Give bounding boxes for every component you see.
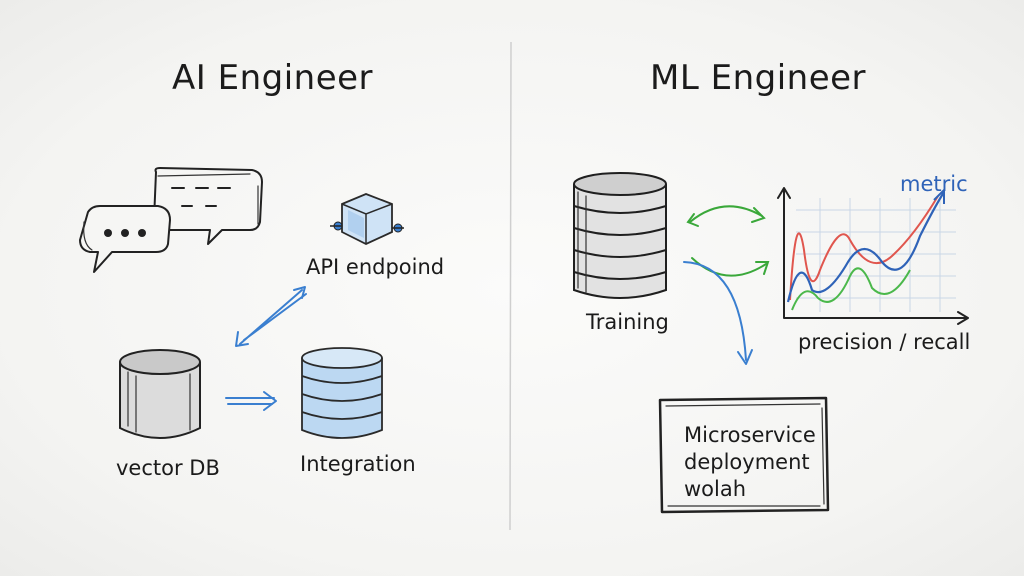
microservice-line-3: wolah	[684, 477, 747, 501]
api-endpoint-label: API endpoind	[306, 255, 445, 279]
microservice-text: Microservice deployment wolah	[684, 422, 816, 503]
left-title: AI Engineer	[172, 58, 374, 98]
vector-db-label: vector DB	[116, 456, 220, 480]
training-label: Training	[586, 310, 669, 334]
integration-label: Integration	[300, 452, 416, 476]
microservice-line-2: deployment	[684, 450, 810, 474]
metric-label: metric	[900, 172, 968, 196]
chart-caption: precision / recall	[798, 330, 971, 354]
microservice-line-1: Microservice	[684, 423, 816, 447]
right-title: ML Engineer	[650, 58, 867, 98]
